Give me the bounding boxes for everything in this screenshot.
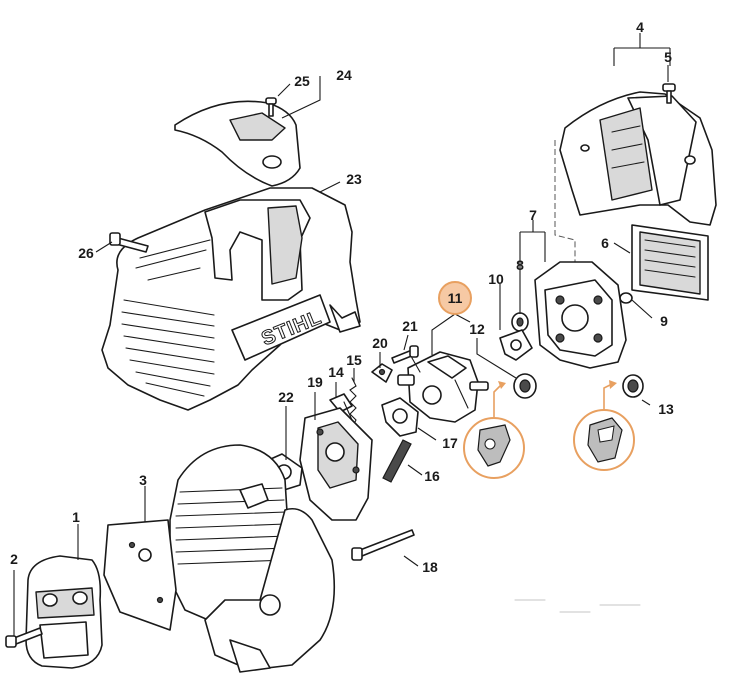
faint-marks [514,599,641,613]
air-filter-part [631,224,709,301]
screw-21-part [391,345,419,364]
callout-12: 12 [469,321,485,337]
top-cover-part [174,100,301,187]
callout-26: 26 [78,245,94,261]
callout-21: 21 [402,318,418,334]
callout-10: 10 [488,271,504,287]
callout-13: 13 [658,401,674,417]
callout-16: 16 [424,468,440,484]
screw-25-part [265,97,277,117]
fan-housing-part: STIHL [101,187,361,411]
bolt-18-part [351,529,415,561]
callout-20: 20 [372,335,388,351]
muffler-part [25,555,103,669]
nut-9-part [619,292,633,304]
carburetor-part [397,351,489,423]
callout-2: 2 [10,551,18,567]
detail-circle-left [463,381,525,479]
callout-labels: 1 2 3 4 5 6 7 8 9 10 11 12 13 14 15 16 1… [10,19,674,575]
callout-9: 9 [660,313,668,329]
callout-14: 14 [328,364,344,380]
filter-base-part [534,261,627,369]
air-filter-cover-part [559,91,717,226]
callout-24: 24 [336,67,352,83]
callout-4: 4 [636,19,644,35]
callout-7: 7 [529,207,537,223]
callout-3: 3 [139,472,147,488]
callout-8: 8 [516,257,524,273]
leader-lines [13,33,671,636]
screw-2-part [5,627,43,648]
callout-25: 25 [294,73,310,89]
callout-17: 17 [442,435,458,451]
callout-18: 18 [422,559,438,575]
detail-circle-right [573,380,635,471]
choke-knob-8-part [511,312,529,332]
callout-1: 1 [72,509,80,525]
screw-26-part [109,232,149,253]
callout-15: 15 [346,352,362,368]
callout-23: 23 [346,171,362,187]
callout-11: 11 [448,290,463,306]
callout-11-badge [438,281,472,315]
cylinder-engine-part [169,444,336,673]
assembly-guide-line [554,140,576,265]
callout-19: 19 [307,374,323,390]
gasket-plate-part [103,519,177,631]
insulator-16-part [382,439,412,483]
bracket-20-part [371,363,393,383]
screw-5-part [662,83,676,104]
callout-6: 6 [601,235,609,251]
callout-5: 5 [664,49,672,65]
purge-bulb-13-part [622,374,644,398]
gasket-17-part [381,397,419,437]
lever-14-part [329,393,353,421]
manifold-plate-part [299,407,373,521]
gasket-10-part [499,329,533,361]
purge-bulb-12-part [513,373,537,399]
callout-22: 22 [278,389,294,405]
